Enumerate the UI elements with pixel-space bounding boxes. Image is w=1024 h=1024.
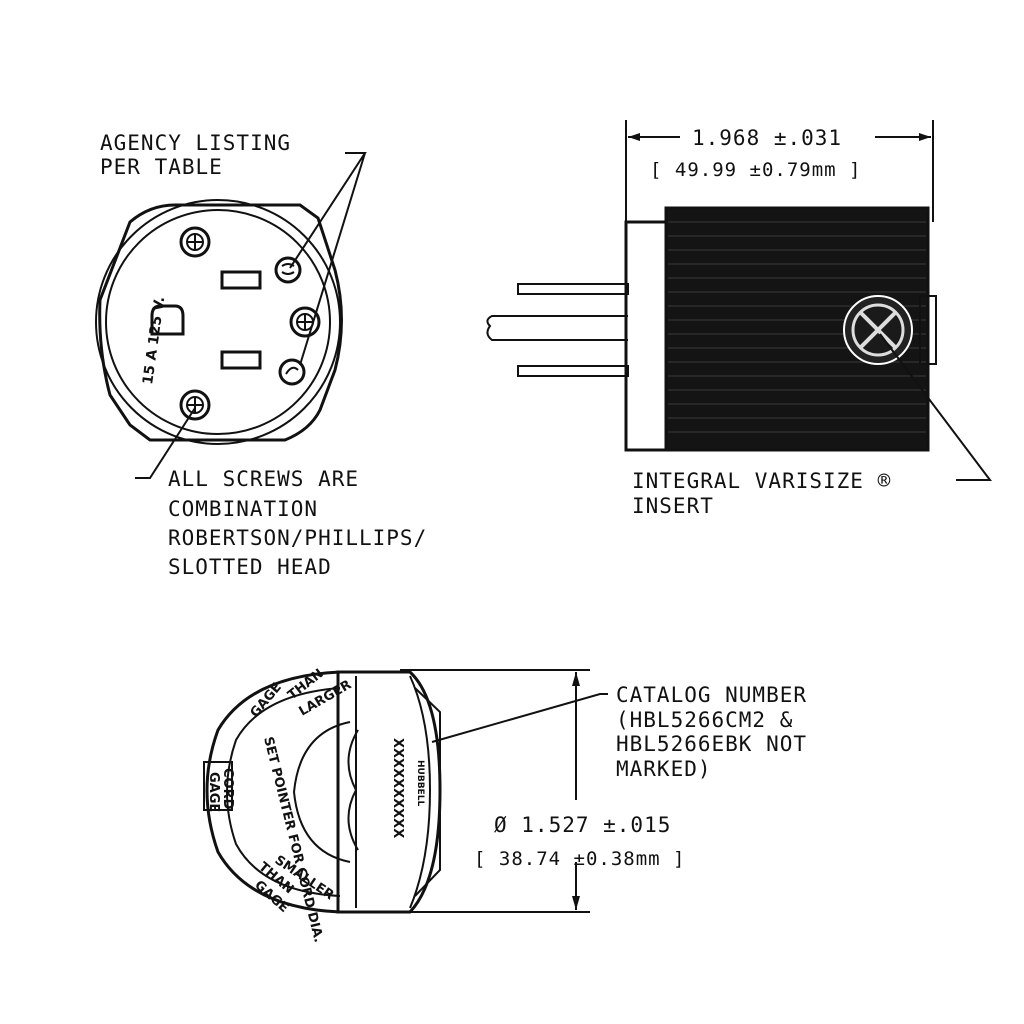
screw-right <box>289 306 321 338</box>
blade-bottom <box>517 365 629 377</box>
insert-callout-line1: INTEGRAL VARISIZE ® <box>632 469 891 493</box>
agency-leader <box>289 152 367 366</box>
front-face-inner <box>105 209 331 435</box>
length-inches: 1.968 ±.031 <box>692 126 842 150</box>
agency-mark-upper <box>274 256 302 284</box>
ground-slot <box>150 304 185 336</box>
screws-leader <box>135 407 196 479</box>
screws-callout-line3: ROBERTSON/PHILLIPS/ <box>168 526 427 550</box>
screws-callout-line1: ALL SCREWS ARE <box>168 467 359 491</box>
dial-text-set-pointer: SET POINTER FOR CORD DIA. <box>260 735 326 944</box>
rear-view: THAN LARGER GAGE SET POINTER FOR CORD DI… <box>203 666 807 944</box>
side-front-collar <box>624 220 670 452</box>
front-body-outline <box>98 203 343 442</box>
insert-screw-icon <box>843 295 913 365</box>
diameter-mm: [ 38.74 ±0.38mm ] <box>474 848 685 870</box>
diameter-inches: Ø 1.527 ±.015 <box>494 813 671 837</box>
agency-mark-lower <box>278 358 306 386</box>
screws-callout-line4: SLOTTED HEAD <box>168 555 332 579</box>
catalog-callout-line1: CATALOG NUMBER <box>616 683 807 707</box>
rear-dial-outline <box>205 670 341 914</box>
catalog-callout-line3: HBL5266EBK NOT <box>616 732 807 756</box>
agency-callout-line2: PER TABLE <box>100 155 223 179</box>
side-rear-clamp <box>919 295 937 365</box>
insert-callout-line2: INSERT <box>632 494 714 518</box>
blade-top <box>517 283 629 295</box>
screw-top-left <box>179 226 211 258</box>
side-view: 1.968 ±.031 [ 49.99 ±0.79mm ] <box>486 120 993 518</box>
length-mm: [ 49.99 ±0.79mm ] <box>650 159 861 181</box>
blade-slot-bottom <box>220 350 262 370</box>
screw-bottom-left <box>179 389 211 421</box>
rear-body-ledge <box>414 687 441 897</box>
brand-mark-text: HUBBELL <box>415 760 425 806</box>
catalog-mark-text: XXXXXXXXXX <box>390 738 405 838</box>
front-face-circle <box>95 199 341 445</box>
cord-gage-label-2: GAGE <box>206 772 221 812</box>
front-view: 15 A 125 V. AGENCY LISTING PER TABLE ALL… <box>95 131 427 579</box>
rating-label: 15 A 125 V. <box>140 296 168 386</box>
rear-dial-core <box>292 721 351 863</box>
catalog-leader <box>431 693 608 743</box>
catalog-callout-line4: MARKED) <box>616 757 712 781</box>
catalog-callout-line2: (HBL5266CM2 & <box>616 708 793 732</box>
rear-dial-inner <box>226 687 341 897</box>
agency-callout-line1: AGENCY LISTING <box>100 131 291 155</box>
ground-pin <box>486 315 628 341</box>
blade-slot-top <box>220 270 262 290</box>
screws-callout-line2: COMBINATION <box>168 497 318 521</box>
cord-gage-window <box>203 761 233 811</box>
insert-leader <box>879 333 993 481</box>
rear-cord-opening <box>347 729 359 851</box>
